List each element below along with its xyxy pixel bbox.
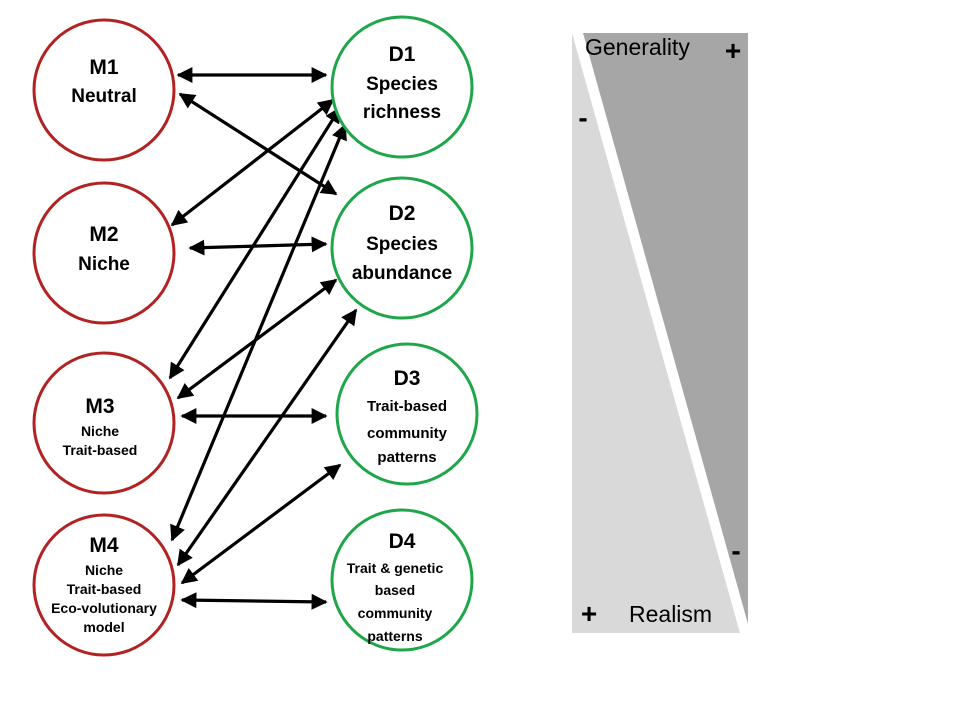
generality-plus-sign: + (725, 35, 741, 66)
scale-divider (574, 32, 746, 631)
data-line: community (367, 425, 448, 442)
data-node-circle (335, 342, 479, 486)
model-node-circle (32, 351, 176, 495)
data-line: based (375, 582, 415, 598)
model-node-m4: M4 Niche Trait-based Eco-volutionary mod… (32, 513, 176, 657)
data-node-circle (330, 15, 474, 159)
model-node-m2: M2 Niche (32, 181, 176, 325)
generality-minus-sign: - (578, 102, 587, 133)
data-line: patterns (367, 628, 422, 644)
data-node-d3: D3 Trait-based community patterns (335, 342, 479, 486)
model-line: Niche (85, 562, 123, 578)
link-arrows (168, 67, 358, 610)
model-line: Niche (81, 423, 119, 439)
model-nodes: M1 Neutral M2 Niche M3 Niche Trait-based… (32, 18, 176, 657)
data-line: richness (363, 102, 441, 123)
realism-minus-sign: - (731, 535, 740, 566)
generality-label: Generality (585, 34, 690, 60)
data-line: community (358, 605, 433, 621)
model-line: Trait-based (67, 581, 142, 597)
model-node-circle (32, 513, 176, 657)
model-node-m1: M1 Neutral (32, 18, 176, 162)
data-node-circle (330, 176, 474, 320)
model-line: Niche (78, 254, 130, 275)
data-line: Trait & genetic (347, 560, 444, 576)
model-line: Neutral (71, 86, 136, 107)
data-node-d1: D1 Species richness (330, 15, 474, 159)
data-node-d2: D2 Species abundance (330, 176, 474, 320)
link-arrow-m2-d1 (170, 98, 335, 227)
data-id: D3 (394, 367, 421, 390)
generality-wedge (583, 33, 748, 624)
model-line: Trait-based (63, 442, 138, 458)
model-id: M2 (89, 223, 118, 246)
data-id: D4 (389, 530, 416, 553)
link-arrow-m4-d2 (176, 308, 358, 567)
model-line: model (83, 619, 124, 635)
data-id: D1 (389, 43, 416, 66)
model-id: M4 (89, 534, 118, 557)
model-node-circle (32, 181, 176, 325)
data-line: Trait-based (367, 398, 447, 415)
link-arrow-m2-d2 (188, 236, 328, 256)
model-node-m3: M3 Niche Trait-based (32, 351, 176, 495)
data-id: D2 (389, 202, 416, 225)
data-line: abundance (352, 263, 452, 284)
data-node-d4: D4 Trait & genetic based community patte… (330, 508, 474, 652)
link-arrow-m4-d4 (180, 592, 328, 610)
data-line: patterns (377, 449, 436, 466)
link-arrow-m4-d3 (180, 463, 342, 585)
realism-wedge (572, 33, 740, 633)
data-line: Species (366, 74, 438, 95)
realism-label: Realism (629, 601, 712, 627)
data-node-circle (330, 508, 474, 652)
model-id: M3 (85, 395, 114, 418)
generality-realism-scale: Generality + - - + Realism (572, 32, 748, 633)
realism-plus-sign: + (581, 598, 597, 629)
model-line: Eco-volutionary (51, 600, 157, 616)
model-node-circle (32, 18, 176, 162)
model-id: M1 (89, 56, 118, 79)
data-nodes: D1 Species richness D2 Species abundance… (330, 15, 479, 652)
data-line: Species (366, 234, 438, 255)
link-arrow-m1-d2 (178, 92, 338, 196)
